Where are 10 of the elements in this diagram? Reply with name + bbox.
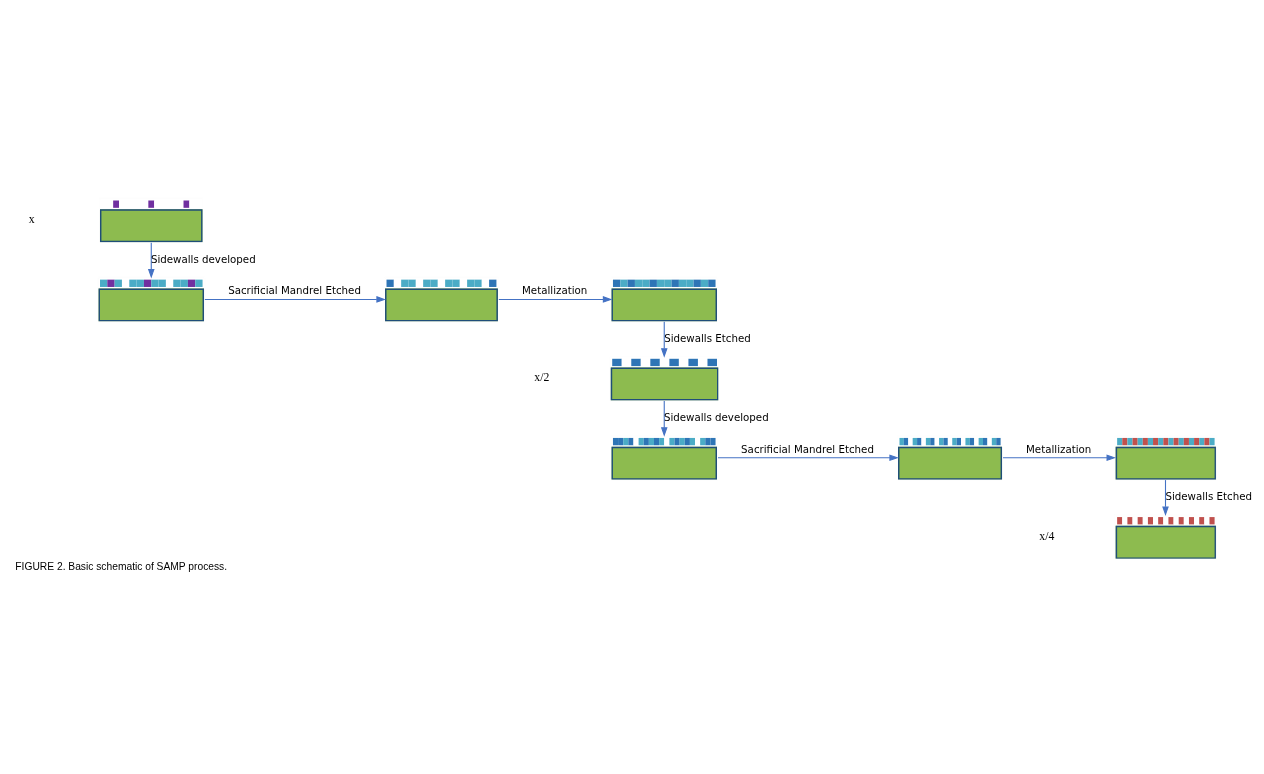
label: x/2 [534, 371, 550, 385]
edge-label: Metallization [522, 284, 588, 297]
caption: FIGURE 2. Basic schematic of SAMP process. [15, 561, 228, 573]
label: x [28, 213, 35, 227]
edge-label: Sacrificial Mandrel Etched [228, 284, 361, 297]
edge-label: Sidewalls Etched [1165, 490, 1253, 502]
edge-label: Sacrificial Mandrel Etched [741, 442, 874, 455]
edge-label: Sidewalls Etched [664, 331, 751, 344]
edge-label: Metallization [1026, 442, 1092, 455]
label: x/4 [1039, 529, 1055, 543]
